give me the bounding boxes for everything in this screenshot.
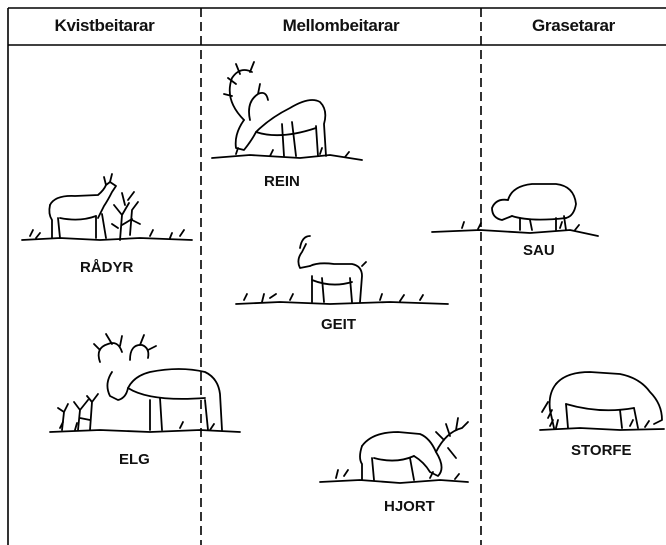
label-storfe: STORFE [571, 442, 632, 459]
